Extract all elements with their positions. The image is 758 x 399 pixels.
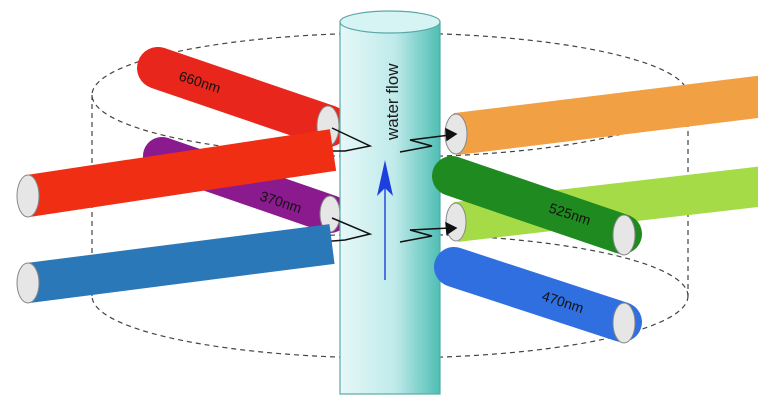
fiber-red-front bbox=[16, 129, 337, 218]
fiber-470nm-end bbox=[612, 302, 636, 344]
water-flow-label: water flow bbox=[383, 63, 402, 141]
fiber-525nm-body bbox=[432, 156, 642, 254]
light-path-lower-right-head bbox=[445, 221, 458, 236]
fiber-blue-front-end bbox=[16, 262, 40, 304]
light-path-upper-right bbox=[399, 134, 451, 153]
fiber-orange-body bbox=[453, 75, 758, 155]
fiber-470nm bbox=[434, 247, 642, 344]
fiber-red-front-body bbox=[24, 129, 337, 217]
pipe-top-opening bbox=[339, 10, 441, 34]
fiber-525nm-end bbox=[612, 214, 636, 256]
fiber-660nm-body bbox=[137, 47, 349, 147]
fiber-525nm bbox=[432, 156, 642, 256]
pipe-body bbox=[339, 21, 441, 395]
water-pipe: water flow bbox=[339, 10, 441, 395]
fiber-red-front-end bbox=[16, 174, 40, 218]
fiber-blue-front bbox=[16, 224, 335, 304]
fiber-light-green-end bbox=[445, 202, 467, 242]
fiber-orange bbox=[444, 75, 758, 155]
light-path-upper-right-head bbox=[445, 127, 458, 142]
light-path-lower-right bbox=[399, 227, 451, 243]
fiber-470nm-body bbox=[434, 247, 642, 342]
fiber-blue-front-body bbox=[25, 224, 335, 303]
flow-arrow-head bbox=[377, 160, 393, 196]
